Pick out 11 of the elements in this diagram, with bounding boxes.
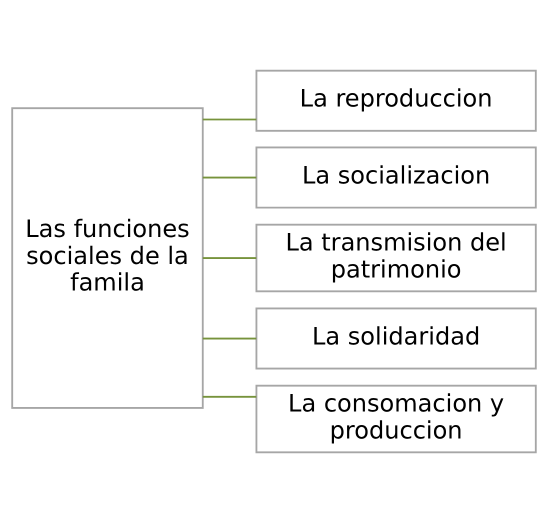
connector [202,338,256,340]
node-box: La socializacion [256,146,537,209]
node-box: Las funciones sociales de la famila [11,107,204,409]
connector [202,118,256,120]
node-box: La reproduccion [256,70,537,132]
connector [202,257,256,259]
node-box: La consomacion y produccion [256,384,537,454]
connector [202,396,256,398]
connector [202,176,256,178]
node-box: La transmision del patrimonio [256,224,537,292]
node-box: La solidaridad [256,308,537,370]
